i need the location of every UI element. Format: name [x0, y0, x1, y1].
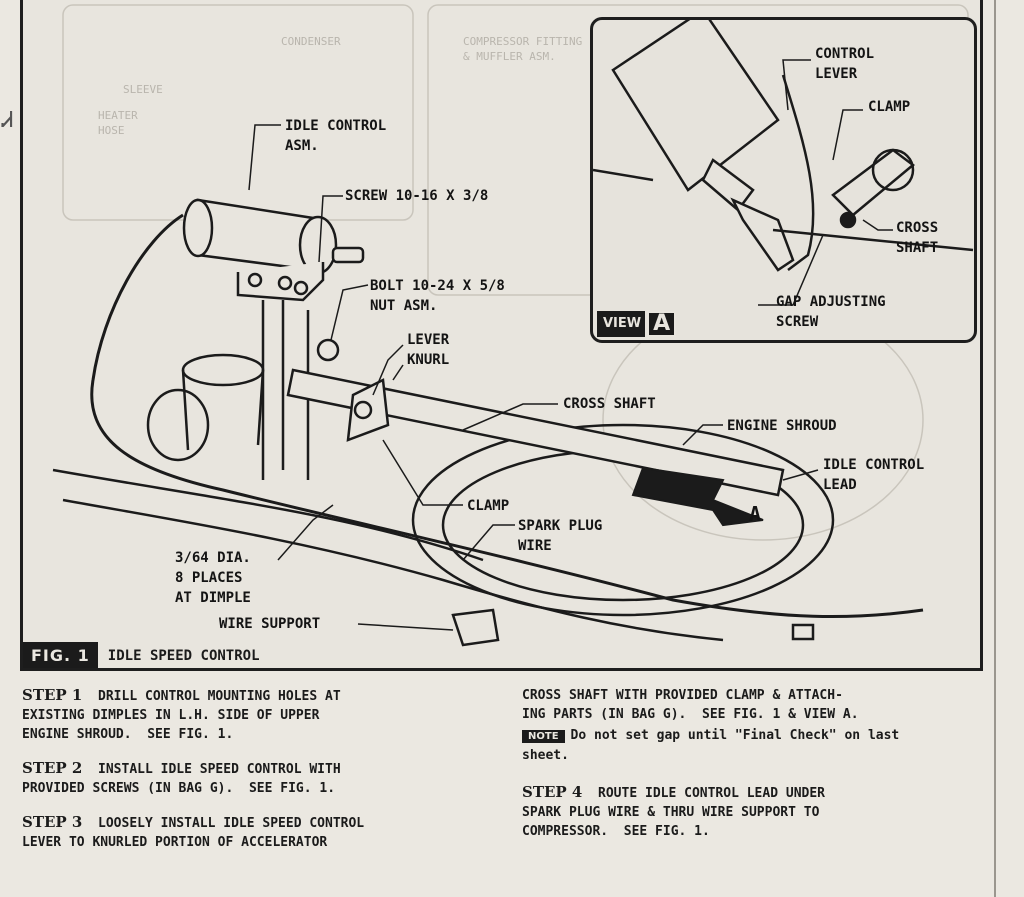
- view-a-callout-control-lever: CONTROL LEVER: [815, 46, 875, 82]
- ghost-compressor-fitting: COMPRESSOR FITTING & MUFFLER ASM.: [463, 35, 583, 63]
- figure-1-frame: CONDENSER SLEEVE HEATER HOSE COMPRESSOR …: [20, 0, 983, 671]
- callout-lever: LEVER: [407, 332, 450, 348]
- margin-handwritten-mark: Ꮧ: [2, 108, 14, 133]
- callout-engine-shroud: ENGINE SHROUD: [727, 418, 837, 434]
- view-a-callout-cross-shaft: CROSS SHAFT: [896, 220, 939, 256]
- callout-idle-control-asm: IDLE CONTROL ASM.: [285, 118, 387, 154]
- view-a-callout-clamp: CLAMP: [868, 99, 911, 115]
- step-4: STEP 4 ROUTE IDLE CONTROL LEAD UNDER SPA…: [522, 783, 992, 841]
- callout-idle-control-lead: IDLE CONTROL LEAD: [823, 457, 925, 493]
- figure-caption: FIG. 1 IDLE SPEED CONTROL: [23, 642, 260, 668]
- note-tag: NOTE: [522, 730, 565, 743]
- callout-screw: SCREW 10-16 X 3/8: [345, 188, 489, 204]
- ghost-heater-hose: HEATER HOSE: [98, 109, 138, 137]
- callout-spark-plug-wire: SPARK PLUG WIRE: [518, 518, 603, 554]
- callout-bolt: BOLT 10-24 X 5/8 NUT ASM.: [370, 278, 505, 314]
- step-1: STEP 1 DRILL CONTROL MOUNTING HOLES AT E…: [22, 686, 492, 744]
- step-3-text: LOOSELY INSTALL IDLE SPEED CONTROL LEVER…: [22, 816, 365, 850]
- step-4-number: STEP 4: [522, 783, 583, 801]
- page-edge-line: [994, 0, 996, 897]
- steps-left-column: STEP 1 DRILL CONTROL MOUNTING HOLES AT E…: [22, 686, 492, 867]
- step-3-continued: CROSS SHAFT WITH PROVIDED CLAMP & ATTACH…: [522, 688, 859, 722]
- view-a-badge-view: VIEW: [597, 311, 646, 337]
- step-2: STEP 2 INSTALL IDLE SPEED CONTROL WITH P…: [22, 759, 492, 798]
- arrow-a-label: A: [749, 502, 762, 526]
- callout-dia-places: 3/64 DIA. 8 PLACES AT DIMPLE: [175, 550, 251, 606]
- view-a-badge-letter: A: [647, 311, 677, 337]
- figure-label: FIG. 1: [23, 642, 98, 668]
- step-3-number: STEP 3: [22, 813, 83, 831]
- view-a-drawing: [593, 20, 974, 306]
- ghost-sleeve: SLEEVE: [123, 83, 163, 96]
- callout-knurl: KNURL: [407, 352, 450, 368]
- ghost-condenser: CONDENSER: [281, 35, 341, 48]
- view-a-badge: VIEW A: [597, 311, 677, 337]
- engine-line-drawing: [52, 4, 969, 647]
- callout-wire-support: WIRE SUPPORT: [219, 616, 321, 632]
- view-a-inset: CONTROL LEVER CLAMP CROSS SHAFT GAP ADJU…: [590, 17, 977, 343]
- step-2-number: STEP 2: [22, 759, 83, 777]
- note-text: Do not set gap until "Final Check" on la…: [522, 728, 900, 763]
- step-1-number: STEP 1: [22, 686, 83, 704]
- step-4-text: ROUTE IDLE CONTROL LEAD UNDER SPARK PLUG…: [522, 786, 826, 839]
- step-2-text: INSTALL IDLE SPEED CONTROL WITH PROVIDED…: [22, 762, 341, 796]
- step-1-text: DRILL CONTROL MOUNTING HOLES AT EXISTING…: [22, 689, 341, 742]
- step-3: STEP 3 LOOSELY INSTALL IDLE SPEED CONTRO…: [22, 813, 492, 852]
- figure-title: IDLE SPEED CONTROL: [107, 647, 260, 664]
- callout-cross-shaft: CROSS SHAFT: [563, 396, 656, 412]
- steps-right-column: CROSS SHAFT WITH PROVIDED CLAMP & ATTACH…: [522, 686, 992, 856]
- callout-clamp: CLAMP: [467, 498, 510, 514]
- view-a-callout-gap-adjusting-screw: GAP ADJUSTING SCREW: [776, 294, 886, 330]
